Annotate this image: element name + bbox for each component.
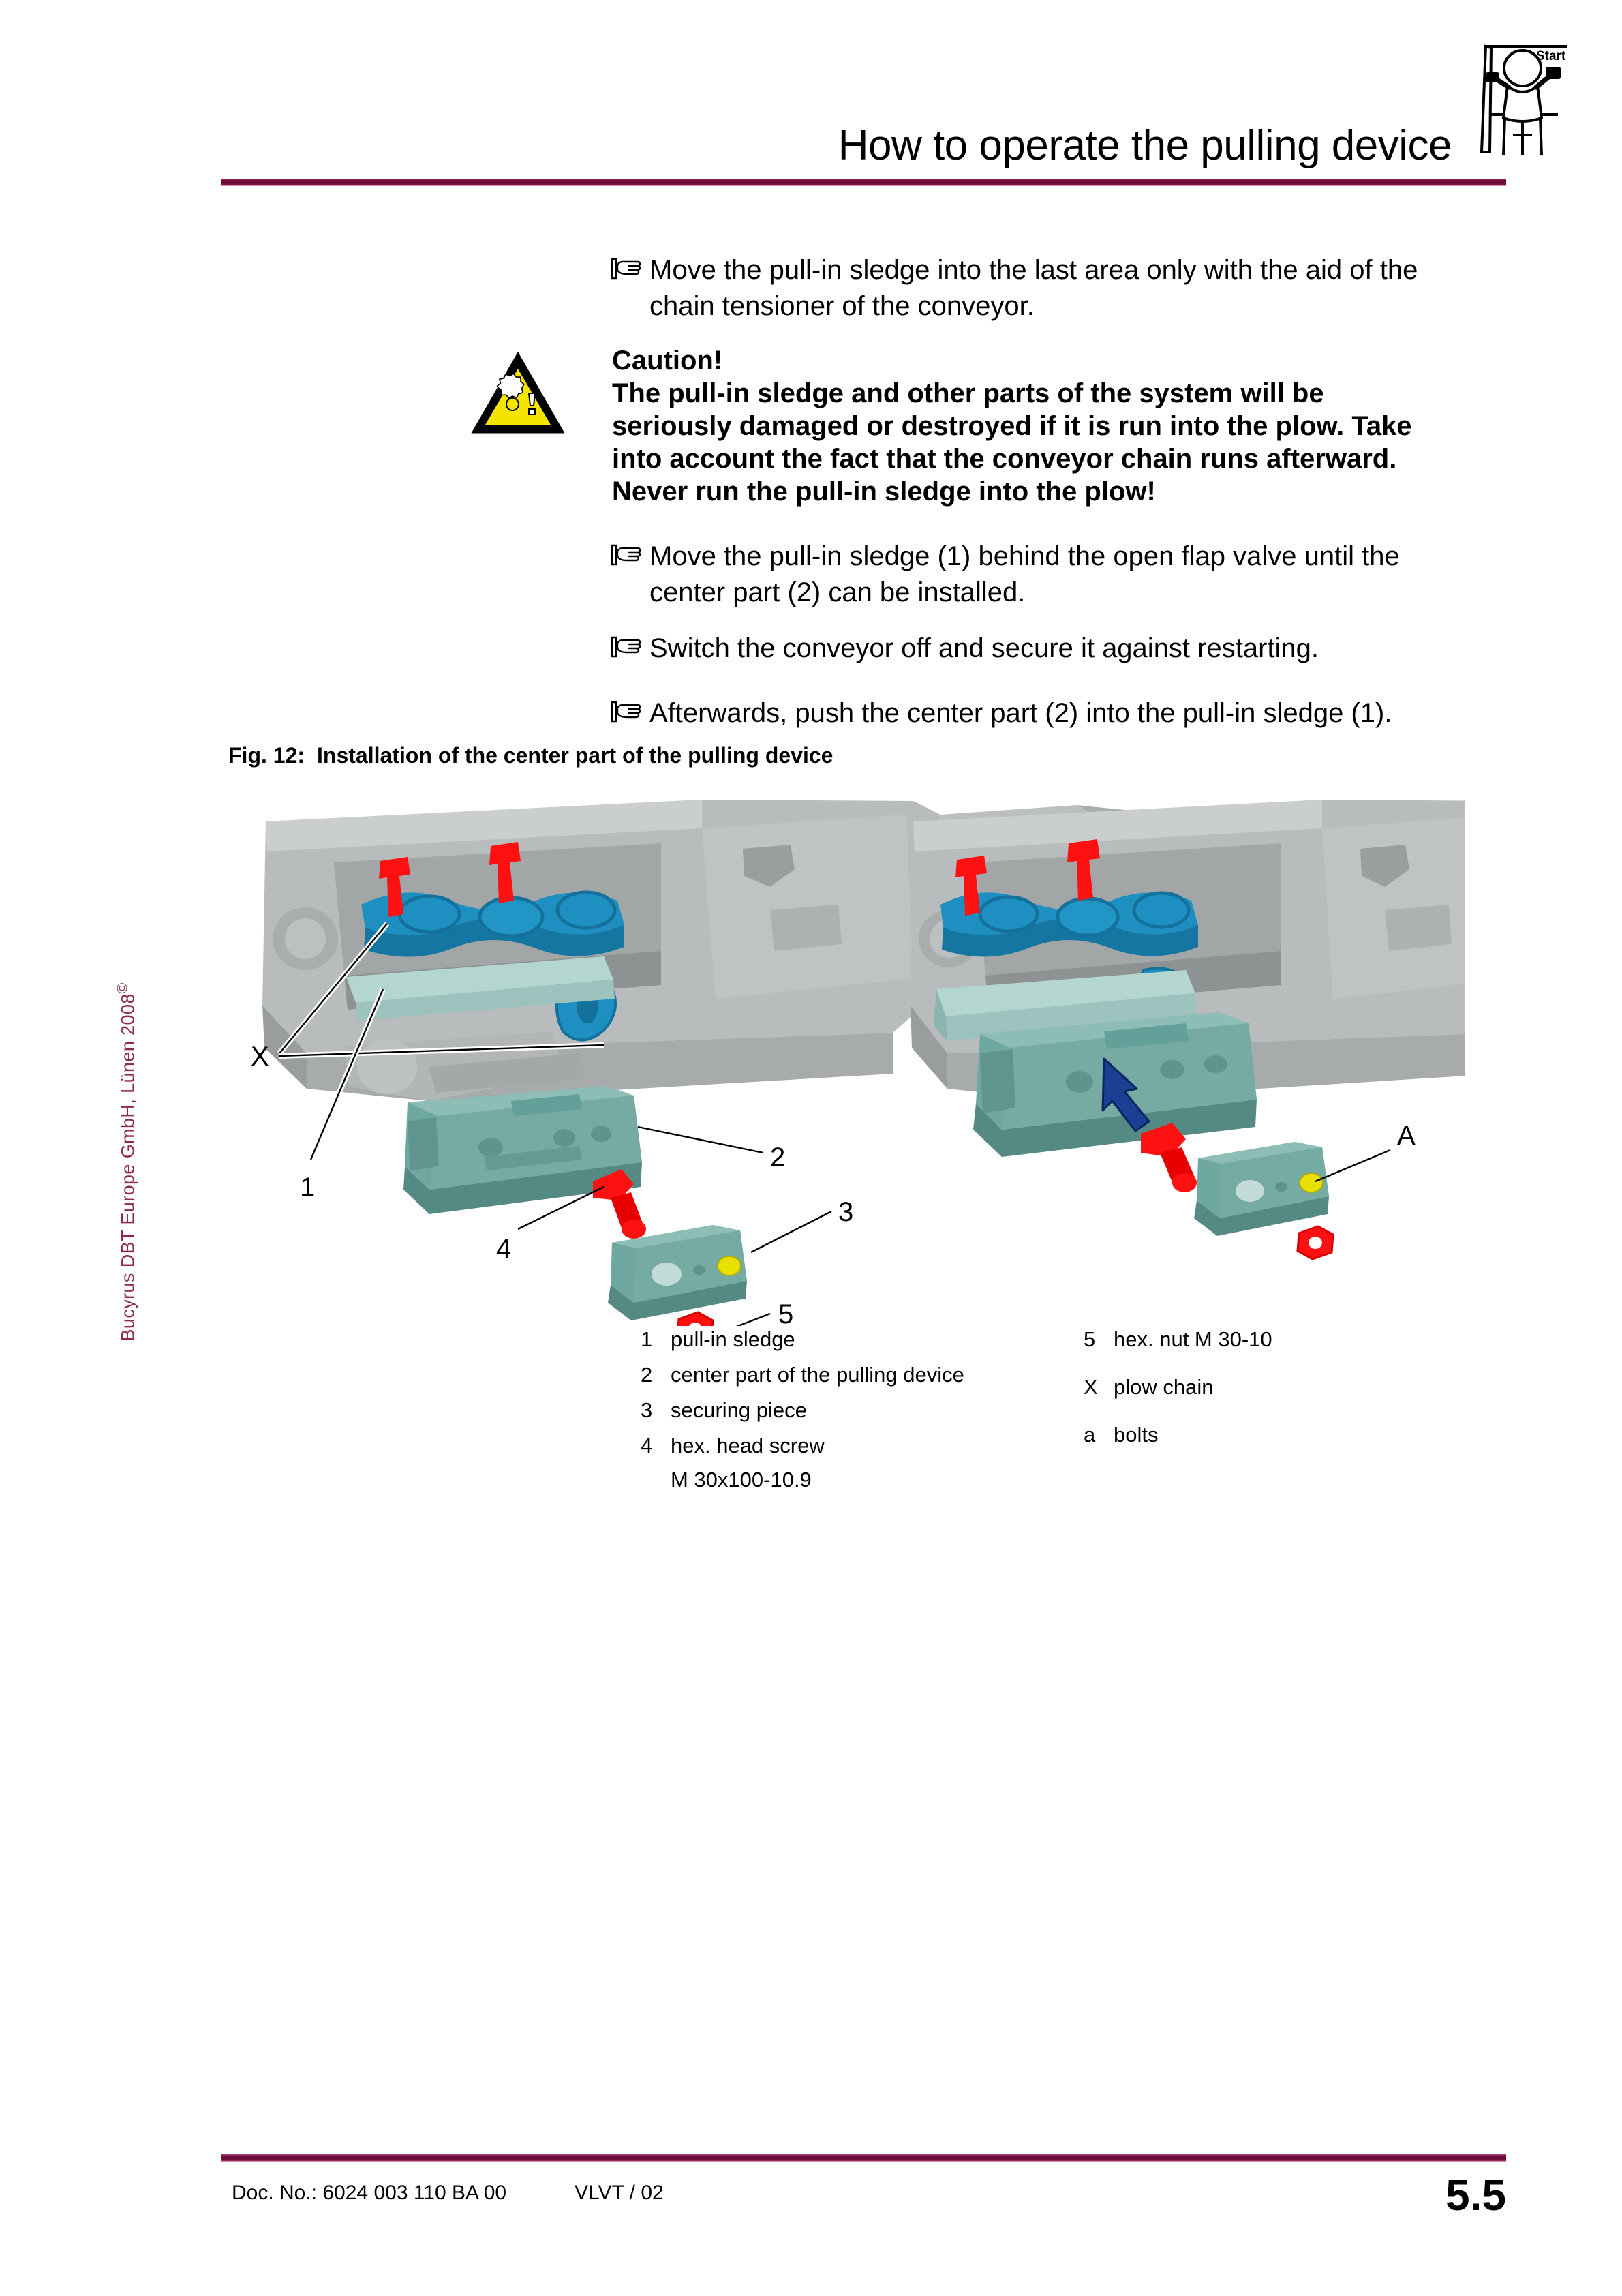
copyright-text: Bucyrus DBT Europe GmbH, Lünen 2008 bbox=[117, 993, 138, 1342]
legend-value: hex. head screw M 30x100-10.9 bbox=[671, 1429, 1063, 1497]
pointing-hand-icon bbox=[610, 541, 641, 569]
hex-head-screw-right bbox=[1141, 1123, 1197, 1192]
copyright-sidebar: Bucyrus DBT Europe GmbH, Lünen 2008© bbox=[114, 946, 139, 1342]
legend-value-sub: M 30x100-10.9 bbox=[671, 1468, 812, 1492]
figure-illustrations: X 1 2 3 4 5 bbox=[225, 781, 1465, 1326]
legend-key: a bbox=[1084, 1423, 1096, 1447]
callout-label-3: 3 bbox=[838, 1197, 853, 1227]
leader-lines-left bbox=[277, 922, 832, 1326]
legend-key: 1 bbox=[641, 1327, 653, 1351]
instruction-item-4: Afterwards, push the center part (2) int… bbox=[610, 695, 1455, 731]
securing-piece-left bbox=[608, 1225, 747, 1320]
instruction-text: Switch the conveyor off and secure it ag… bbox=[649, 633, 1319, 663]
instruction-item-3: Switch the conveyor off and secure it ag… bbox=[610, 631, 1448, 667]
parts-legend-column-left: 1 pull-in sledge 2 center part of the pu… bbox=[641, 1323, 1063, 1498]
legend-item: 5 hex. nut M 30-10 bbox=[1084, 1323, 1383, 1357]
pointing-hand-icon bbox=[610, 698, 641, 725]
legend-value: plow chain bbox=[1114, 1375, 1214, 1399]
figure-caption-text: Installation of the center part of the p… bbox=[317, 743, 833, 768]
instruction-text: Move the pull-in sledge (1) behind the o… bbox=[649, 541, 1400, 607]
legend-value-main: hex. head screw bbox=[671, 1434, 825, 1457]
figure-right-assembled-view: A bbox=[911, 800, 1465, 1260]
legend-key: X bbox=[1084, 1375, 1098, 1399]
instruction-item-1: Move the pull-in sledge into the last ar… bbox=[610, 252, 1441, 324]
page-title: How to operate the pulling device bbox=[838, 122, 1452, 169]
legend-item: 3 securing piece bbox=[641, 1393, 1063, 1428]
warning-triangle-gear-icon bbox=[470, 351, 566, 436]
legend-value: pull-in sledge bbox=[671, 1327, 795, 1351]
chain-bolts-right bbox=[955, 839, 1100, 916]
caution-title: Caution! bbox=[612, 346, 723, 376]
legend-value: securing piece bbox=[671, 1398, 807, 1422]
caution-body: The pull-in sledge and other parts of th… bbox=[612, 378, 1412, 507]
instruction-text: Move the pull-in sledge into the last ar… bbox=[649, 255, 1418, 321]
page-number: 5.5 bbox=[1445, 2171, 1506, 2220]
securing-piece-right bbox=[1194, 1142, 1329, 1236]
legend-key: 3 bbox=[641, 1398, 653, 1422]
plow-chain-left bbox=[361, 890, 624, 1042]
pointing-hand-icon bbox=[610, 633, 641, 661]
start-label: Start bbox=[1536, 49, 1566, 63]
legend-value: center part of the pulling device bbox=[671, 1363, 964, 1387]
callout-label-2: 2 bbox=[770, 1143, 785, 1173]
caution-text-body: Caution! The pull-in sledge and other pa… bbox=[612, 344, 1445, 508]
legend-item: X plow chain bbox=[1084, 1370, 1383, 1404]
pointing-hand-icon bbox=[610, 255, 641, 282]
document-number: Doc. No.: 6024 003 110 BA 00 bbox=[232, 2181, 507, 2204]
figure-caption: Fig. 12: Installation of the center part … bbox=[228, 743, 833, 768]
footer-divider bbox=[221, 2154, 1506, 2162]
legend-item: 2 center part of the pulling device bbox=[641, 1358, 1063, 1392]
legend-item: 1 pull-in sledge bbox=[641, 1323, 1063, 1357]
hex-head-screw-left bbox=[593, 1169, 646, 1239]
footer-document-info: Doc. No.: 6024 003 110 BA 00 VLVT / 02 bbox=[232, 2181, 664, 2205]
center-part-right bbox=[973, 1012, 1257, 1157]
center-part-left bbox=[403, 1086, 642, 1214]
legend-key: 4 bbox=[641, 1434, 653, 1457]
callout-label-1: 1 bbox=[300, 1173, 315, 1203]
pull-in-sledge-left bbox=[346, 956, 615, 1021]
document-variant: VLVT / 02 bbox=[575, 2181, 664, 2204]
legend-item: a bolts bbox=[1084, 1418, 1383, 1452]
callout-label-4: 4 bbox=[496, 1234, 511, 1264]
callout-label-5: 5 bbox=[778, 1299, 793, 1326]
leader-lines-right bbox=[1315, 1149, 1391, 1183]
header-divider bbox=[221, 179, 1506, 186]
legend-key: 5 bbox=[1084, 1327, 1096, 1351]
legend-value: bolts bbox=[1114, 1423, 1159, 1447]
caution-block: Caution! The pull-in sledge and other pa… bbox=[470, 344, 1445, 508]
pull-in-sledge-right bbox=[934, 970, 1197, 1041]
legend-item: 4 hex. head screw M 30x100-10.9 bbox=[641, 1429, 1063, 1497]
operator-start-pictogram-icon: Start bbox=[1465, 33, 1574, 159]
hex-nut-left bbox=[677, 1311, 714, 1326]
hex-nut-right bbox=[1296, 1225, 1334, 1260]
legend-key: 2 bbox=[641, 1363, 653, 1387]
callout-label-A: A bbox=[1397, 1121, 1416, 1151]
callout-label-X: X bbox=[251, 1042, 269, 1072]
instruction-item-2: Move the pull-in sledge (1) behind the o… bbox=[610, 539, 1448, 611]
chain-bolts-left bbox=[379, 842, 521, 917]
insertion-arrow-right bbox=[1101, 1057, 1150, 1132]
figure-number: Fig. 12: bbox=[228, 743, 305, 768]
parts-legend-column-right: 5 hex. nut M 30-10 X plow chain a bolts bbox=[1084, 1323, 1383, 1466]
instruction-text: Afterwards, push the center part (2) int… bbox=[649, 698, 1392, 728]
legend-value: hex. nut M 30-10 bbox=[1114, 1327, 1272, 1351]
copyright-symbol: © bbox=[114, 982, 131, 994]
